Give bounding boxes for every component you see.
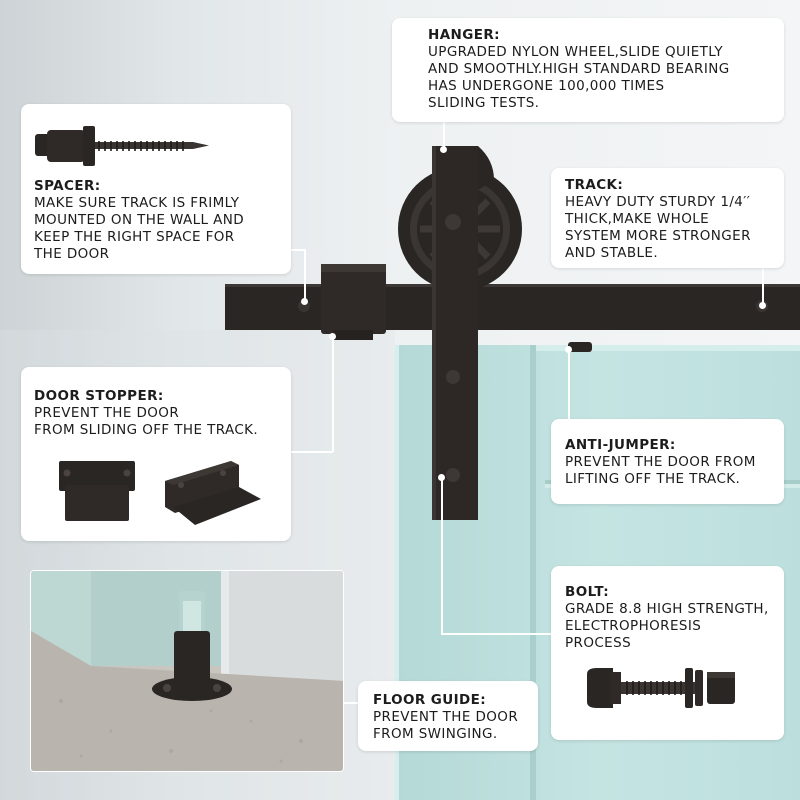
floor-guide-title: FLOOR GUIDE:: [373, 692, 487, 708]
track-callout: TRACK: HEAVY DUTY STURDY 1/4′′ THICK,MAK…: [551, 168, 784, 268]
hanger-title: HANGER:: [428, 27, 500, 43]
floor-guide-photo: [30, 570, 344, 772]
door-stopper-connector-h: [291, 451, 333, 453]
hanger-connector-dot: [440, 146, 447, 153]
door-stopper-on-track: [321, 264, 386, 340]
track-description: HEAVY DUTY STURDY 1/4′′ THICK,MAKE WHOLE…: [565, 194, 751, 261]
spacer-connector-h: [291, 249, 305, 251]
spacer-connector-v: [304, 249, 306, 301]
door-stopper-title: DOOR STOPPER:: [34, 388, 164, 404]
hanger-callout: HANGER: UPGRADED NYLON WHEEL,SLIDE QUIET…: [392, 18, 784, 122]
anti-jumper-on-door: [568, 342, 592, 352]
bolt-description: GRADE 8.8 HIGH STRENGTH, ELECTROPHORESIS…: [565, 601, 769, 651]
bolt-connector-v: [441, 478, 443, 634]
anti-jumper-callout: ANTI-JUMPER: PREVENT THE DOOR FROM LIFTI…: [551, 419, 784, 504]
spacer-callout: SPACER: MAKE SURE TRACK IS FRIMLY MOUNTE…: [21, 104, 291, 274]
anti-jumper-description: PREVENT THE DOOR FROM LIFTING OFF THE TR…: [565, 454, 756, 487]
track-rail: [225, 284, 800, 330]
spacer-connector-dot: [301, 298, 308, 305]
anti-jumper-title: ANTI-JUMPER:: [565, 437, 676, 453]
track-title: TRACK:: [565, 177, 624, 193]
bolt-callout: BOLT: GRADE 8.8 HIGH STRENGTH, ELECTROPH…: [551, 566, 784, 740]
spacer-title: SPACER:: [34, 178, 101, 194]
door-stopper-description: PREVENT THE DOOR FROM SLIDING OFF THE TR…: [34, 405, 259, 438]
bolt-title: BOLT:: [565, 584, 610, 600]
bolt-connector-dot: [438, 474, 445, 481]
hanger-description: UPGRADED NYLON WHEEL,SLIDE QUIETLY AND S…: [428, 44, 730, 111]
floor-guide-photo-image: [31, 571, 343, 771]
door-stopper-image: [59, 461, 261, 525]
anti-jumper-connector-dot: [565, 346, 572, 353]
hanger-connector: [443, 122, 445, 150]
hanger: [398, 146, 522, 520]
anti-jumper-connector: [568, 350, 570, 420]
bolt-image: [587, 668, 735, 708]
door-stopper-connector-v: [332, 336, 334, 452]
floor-guide-callout: FLOOR GUIDE: PREVENT THE DOOR FROM SWING…: [358, 681, 538, 751]
door-stopper-connector-dot: [329, 333, 336, 340]
track-connector: [762, 268, 764, 304]
spacer-screw-image: [35, 126, 209, 166]
spacer-description: MAKE SURE TRACK IS FRIMLY MOUNTED ON THE…: [34, 195, 245, 262]
bolt-connector-h: [441, 633, 551, 635]
track-connector-dot: [759, 302, 766, 309]
door-stopper-callout: DOOR STOPPER: PREVENT THE DOOR FROM SLID…: [21, 367, 291, 541]
floor-guide-description: PREVENT THE DOOR FROM SWINGING.: [373, 709, 519, 742]
